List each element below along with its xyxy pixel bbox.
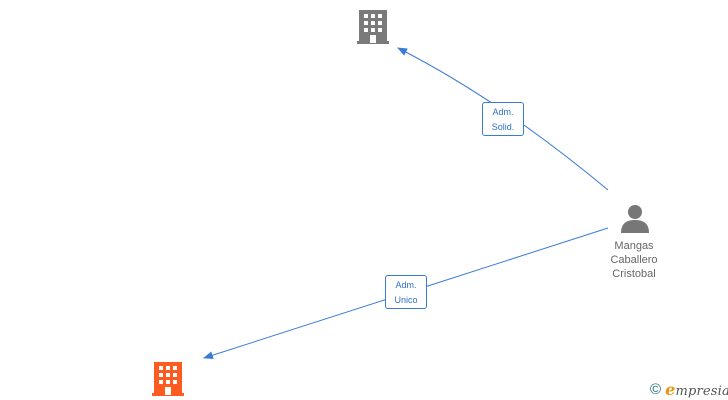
person-icon[interactable]	[620, 203, 650, 233]
building-icon[interactable]	[357, 10, 389, 44]
brand-logo-rest: mpresia	[675, 383, 728, 399]
edge-label-adm-solid[interactable]: Adm. Solid.	[482, 102, 524, 136]
edge-label-line: Unico	[394, 295, 418, 305]
person-name-line: Caballero	[610, 254, 658, 266]
person-name-line: Mangas	[614, 240, 654, 252]
edge-label-adm-unico[interactable]: Adm. Unico	[385, 275, 427, 309]
edge-label-line: Adm.	[395, 280, 417, 290]
person-name-line: Cristobal	[612, 268, 656, 280]
brand-logo: empresia	[665, 380, 728, 399]
building-icon[interactable]	[152, 362, 184, 396]
brand-watermark: © empresia	[650, 379, 728, 399]
copyright-icon: ©	[650, 380, 662, 398]
edge-label-line: Adm.	[492, 107, 514, 117]
edge-label-line: Solid.	[491, 122, 515, 132]
brand-logo-initial: e	[665, 379, 676, 399]
person-name[interactable]: Mangas Caballero Cristobal	[596, 239, 672, 281]
